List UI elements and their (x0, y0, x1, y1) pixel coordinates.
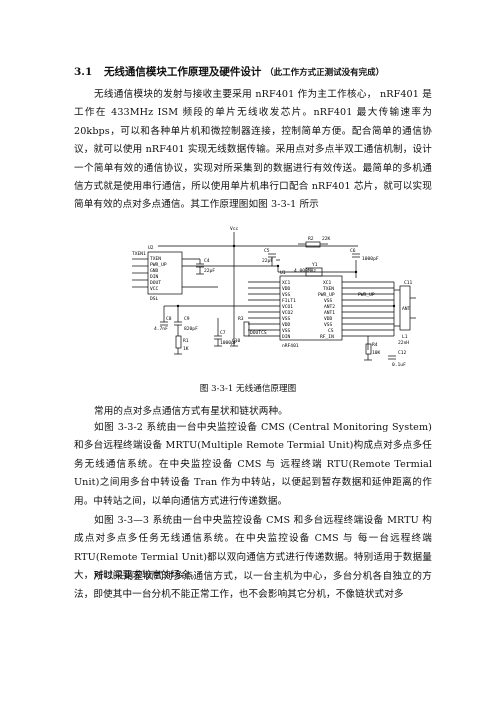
label-u1: U1 (280, 270, 286, 276)
u2-pin-2: PWR_UP (150, 262, 167, 268)
label-c6-val: 1000pF (362, 256, 379, 262)
paragraph-chain: 如图 3-3-2 系统由一台中央监控设备 CMS (Central Monito… (74, 422, 432, 507)
paragraph-intro: 无线通信模块的发射与接收主要采用 nRF401 作为主工作核心， nRF401 … (74, 89, 432, 211)
label-r3: R3 (238, 316, 244, 322)
label-r4-val: 10K (372, 350, 381, 356)
label-c4: C4 (204, 258, 210, 264)
label-vcc: Vcc (230, 226, 239, 232)
figure-caption: 图 3-3-1 无线通信原理图 (199, 384, 297, 394)
u1-left-pin-4: FILT1 (282, 298, 296, 304)
schematic-svg: Vcc U2 TXEN1 TXEN PWR_UP GND DIN DOUT VC… (132, 226, 416, 368)
label-c6: C6 (350, 248, 356, 254)
label-c12: C12 (398, 350, 407, 356)
u1-right-pin-7: VDD (324, 316, 333, 322)
label-txen1: TXEN1 (132, 251, 146, 257)
label-r2-val: 22K (322, 236, 331, 242)
label-r1: R1 (183, 338, 189, 344)
u1-left-pin-10: DIN (282, 334, 291, 340)
label-c7: C7 (220, 330, 226, 336)
u1-right-pin-1: XC1 (323, 280, 332, 286)
u1-right-pin-4: VSS (324, 298, 333, 304)
section-heading: 3.1 无线通信模块工作原理及硬件设计 （此工作方式正测试没有完成） (74, 64, 444, 79)
u1-left-pin-6: VCO2 (282, 310, 293, 316)
label-u2: U2 (148, 245, 154, 251)
label-c10: C10 (232, 338, 241, 344)
u2-pin-4: DIN (150, 274, 159, 280)
label-r2: R2 (308, 236, 314, 242)
label-c4-val: 22pF (204, 268, 215, 274)
label-crystal: Y1 (312, 262, 318, 268)
u1-right-pin-10: RF_IN (320, 334, 334, 340)
u2-pin-6: VCC (150, 286, 159, 292)
label-u2-name: DSL (150, 296, 159, 302)
label-c8: C8 (166, 316, 172, 322)
section-title: 无线通信模块工作原理及硬件设计 (103, 66, 262, 78)
label-c12-val: 0.1uF (392, 362, 406, 368)
label-crystal-val: 4.000MHz (294, 268, 316, 274)
u1-right-pin-3: PWR_UP (318, 292, 335, 298)
label-inductor-val: 22nH (398, 340, 409, 346)
label-r4: R4 (372, 342, 378, 348)
u1-left-pin-1: XC1 (282, 280, 291, 286)
u1-left-pin-9: VSS (282, 328, 291, 334)
u1-left-pin-5: VCO1 (282, 304, 293, 310)
label-c9: C9 (184, 316, 190, 322)
paragraph-star: 如图 3-3—3 系统由一台中央监控设备 CMS 和多台远程终端设备 MRTU … (74, 515, 432, 582)
u1-right-pin-11: PWR_UP (358, 292, 375, 298)
u1-right-pin-9: CS (328, 328, 334, 334)
label-antenna: ANT (402, 306, 411, 312)
u1-right-pin-5: ANT2 (324, 304, 335, 310)
u1-right-pin-8: VSS (324, 322, 333, 328)
label-c11: C11 (404, 280, 413, 286)
label-r1-val: 1K (183, 346, 189, 352)
paragraph-modes: 常用的点对多点通信方式有星状和链状两种。 (94, 406, 288, 417)
label-c5: C5 (264, 248, 270, 254)
label-c9-val: 820pF (184, 326, 198, 332)
u2-pin-5: DOUT (150, 280, 161, 286)
u1-left-pin-7: VSS (282, 316, 291, 322)
label-c7-val: 1000pF (220, 340, 237, 346)
label-inductor: L1 (402, 334, 408, 340)
u1-right-pin-2: TXEN (323, 286, 334, 292)
label-c8-val: 4.7nF (154, 326, 168, 332)
u1-right-pin-6: ANT1 (324, 310, 335, 316)
paragraph-conclusion: 所以采用星状式对多点通信方式，以一台主机为中心，多台分机各自独立的方法，即使其中… (74, 571, 432, 601)
label-u1-name: nRF401 (282, 343, 299, 349)
u1-left-pin-11: DOUTCS (250, 330, 267, 336)
u2-pin-3: GND (150, 268, 159, 274)
label-c5-val: 22pF (262, 258, 273, 264)
u1-left-pin-8: VDD (282, 322, 291, 328)
section-number: 3.1 (74, 66, 93, 78)
u1-left-pin-3: VSS (282, 292, 291, 298)
u2-pin-1: TXEN (150, 256, 161, 262)
section-note: （此工作方式正测试没有完成） (265, 68, 385, 78)
u1-left-pin-2: VDD (282, 286, 291, 292)
circuit-schematic: Vcc U2 TXEN1 TXEN PWR_UP GND DIN DOUT VC… (128, 226, 418, 376)
